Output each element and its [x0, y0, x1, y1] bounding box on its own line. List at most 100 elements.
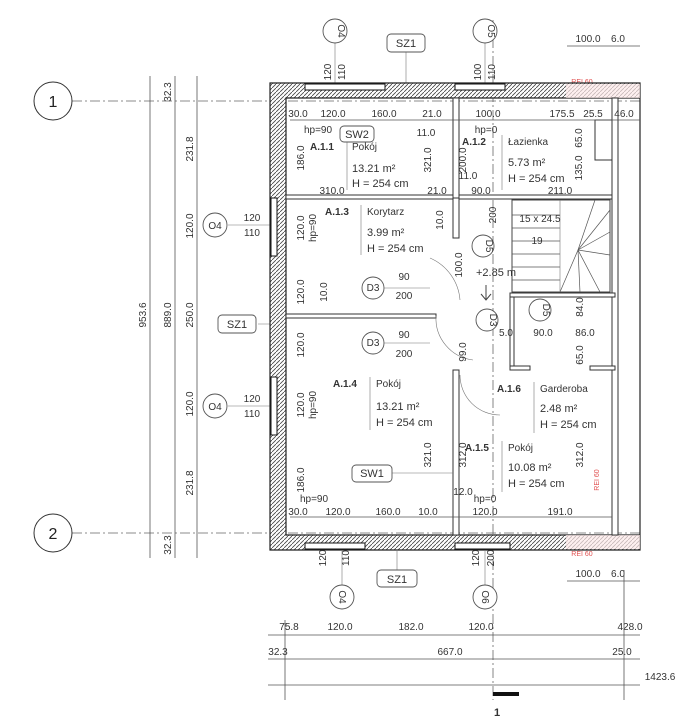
dim: 30.0: [288, 507, 308, 518]
dim: 21.0: [422, 109, 442, 120]
dim: 25.5: [583, 109, 603, 120]
room-height: H = 254 cm: [367, 243, 424, 255]
dim: 65.0: [575, 345, 586, 365]
wall-tag-sz1: SZ1: [387, 574, 407, 586]
dim-total: 1423.6: [645, 672, 676, 683]
dim: 135.0: [574, 155, 585, 180]
top-annotations: O4 120 110 SZ1 O5 100 110 100.0 6.0 REI …: [322, 18, 640, 86]
dim: 90.0: [471, 186, 491, 197]
dim: 21.0: [427, 186, 447, 197]
dim: 6.0: [611, 569, 625, 580]
dim: 90: [398, 272, 410, 283]
dim: 120.0: [296, 215, 307, 240]
fire-rating: REI 60: [594, 469, 601, 491]
room-id: A.1.2: [462, 137, 486, 148]
dim: 120.0: [296, 332, 307, 357]
room-name: Pokój: [376, 379, 401, 390]
room-height: H = 254 cm: [508, 173, 565, 185]
window-height: 110: [341, 550, 352, 566]
dim: 120.0: [296, 392, 307, 417]
left-dimensions: 953.6 889.0 32.3 32.3 231.8 120.0 250.0 …: [138, 76, 285, 558]
dim: 84.0: [575, 297, 586, 317]
room-id: A.1.6: [497, 384, 521, 395]
window-height: 120: [244, 394, 261, 405]
dim: 46.0: [614, 109, 634, 120]
level-mark: +2.85 m: [476, 267, 516, 279]
room-name: Pokój: [508, 443, 533, 454]
dim: 10.0: [418, 507, 438, 518]
dim: 100.0: [454, 252, 465, 277]
window-height: 110: [244, 228, 260, 239]
dim: 99.0: [458, 342, 469, 362]
wall-tag-sz1: SZ1: [396, 38, 416, 50]
dim: 312.0: [575, 442, 586, 467]
dim: 120.0: [472, 507, 497, 518]
dim: 12.0: [453, 487, 473, 498]
dim: 211.0: [548, 186, 573, 197]
axis-label-2: 2: [49, 526, 58, 543]
window-tag-o4: O4: [208, 221, 222, 232]
door-tag-d5: D5: [483, 240, 494, 253]
wall-tag-sw1: SW1: [360, 468, 384, 480]
dim: 11.0: [417, 128, 436, 139]
dim-overall: 953.6: [138, 302, 149, 327]
dim-chain: 231.8: [185, 136, 196, 161]
window-tag-o5: O5: [485, 24, 496, 38]
dim: 200: [396, 291, 413, 302]
dim: 200: [488, 206, 499, 223]
dim: 120.0: [320, 109, 345, 120]
window-height: 120: [318, 549, 329, 566]
dim: 90: [398, 330, 410, 341]
room-id: A.1.3: [325, 207, 349, 218]
dim: hp=90: [300, 494, 329, 505]
dim: hp=90: [308, 214, 319, 243]
room-a-1-5: A.1.5 Pokój 10.08 m² H = 254 cm: [465, 441, 565, 492]
dim: 186.0: [296, 467, 307, 492]
dim: 191.0: [547, 507, 572, 518]
room-area: 2.48 m²: [540, 403, 578, 415]
dim-axis: 889.0: [163, 302, 174, 327]
door-tag-d5: D5: [540, 304, 551, 317]
dim: 428.0: [617, 622, 642, 633]
window-tag-o4: O4: [336, 590, 347, 604]
dim: 120.0: [327, 622, 352, 633]
dim-chain: 250.0: [185, 302, 196, 327]
dim-top: 100.0: [575, 34, 600, 45]
dim: 120.0: [296, 279, 307, 304]
window-tag-o6: O6: [479, 590, 490, 604]
dim-chain: 120.0: [185, 213, 196, 238]
window-height: 110: [487, 64, 498, 80]
room-id: A.1.4: [333, 379, 357, 390]
dim: 321.0: [423, 147, 434, 172]
room-id: A.1.5: [465, 443, 489, 454]
window-height: 110: [244, 409, 260, 420]
wall-tag-sw2: SW2: [345, 129, 369, 141]
dim-top-offset: 32.3: [163, 82, 174, 102]
room-id: A.1.1: [310, 142, 334, 153]
room-height: H = 254 cm: [508, 478, 565, 490]
room-a-1-2: A.1.2 Łazienka 5.73 m² H = 254 cm: [462, 135, 565, 190]
window-tag-o4: O4: [208, 402, 222, 413]
room-height: H = 254 cm: [376, 417, 433, 429]
window-height: 110: [337, 64, 348, 80]
dim: 200: [396, 349, 413, 360]
dim: 65.0: [574, 128, 585, 148]
room-area: 13.21 m²: [352, 163, 396, 175]
window-height: 200: [486, 549, 497, 566]
window-height: 120: [471, 549, 482, 566]
dim: 100.0: [475, 109, 500, 120]
rooms: A.1.1 Pokój 13.21 m² H = 254 cm A.1.2 Ła…: [310, 135, 597, 492]
dim: hp=0: [474, 494, 497, 505]
dim: 100.0: [575, 569, 600, 580]
dim: 90.0: [533, 328, 553, 339]
staircase: 15 x 24.5 19 +2.85 m: [476, 199, 611, 301]
room-name: Pokój: [352, 142, 377, 153]
dim: 25.0: [612, 647, 632, 658]
room-a-1-4: A.1.4 Pokój 13.21 m² H = 254 cm: [333, 377, 433, 430]
dim: 667.0: [437, 647, 462, 658]
dim: 200.0: [458, 147, 469, 172]
dim: 86.0: [575, 328, 595, 339]
door-tag-d3: D3: [487, 314, 498, 327]
dim: 175.5: [549, 109, 574, 120]
